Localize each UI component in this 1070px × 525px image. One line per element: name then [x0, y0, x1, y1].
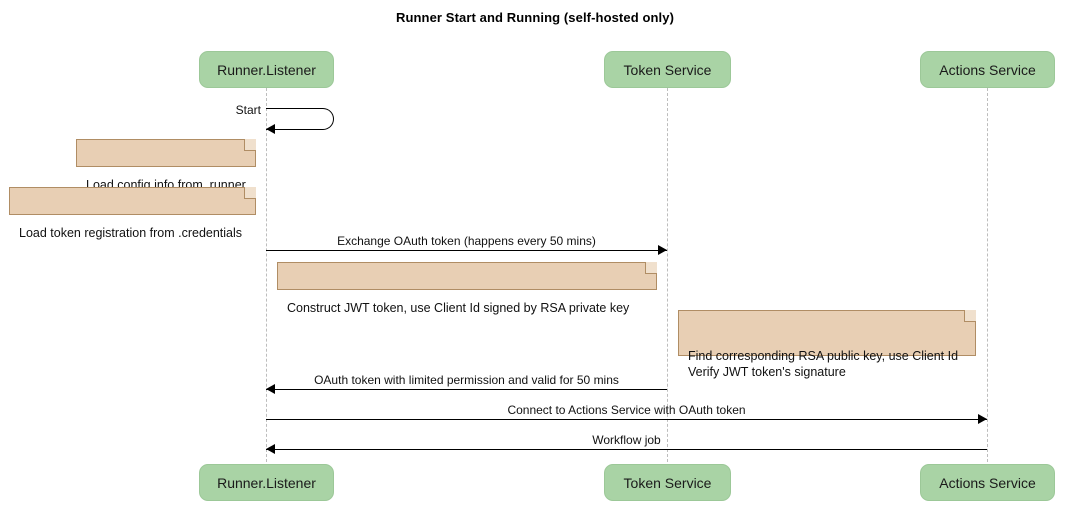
- note-fold-icon: [244, 187, 256, 199]
- message-label-connect-actions-service: Connect to Actions Service with OAuth to…: [507, 403, 746, 417]
- participant-token-service-top[interactable]: Token Service: [604, 51, 731, 88]
- note-load-config: Load config info from .runner: [76, 139, 256, 192]
- note-text: Load token registration from .credential…: [19, 226, 243, 240]
- self-loop-start: [266, 108, 334, 130]
- note-text: Construct JWT token, use Client Id signe…: [287, 301, 630, 315]
- participant-token-service-bottom[interactable]: Token Service: [604, 464, 731, 501]
- participant-runner-listener-top[interactable]: Runner.Listener: [199, 51, 334, 88]
- participant-label: Actions Service: [939, 61, 1036, 78]
- message-label-workflow-job: Workflow job: [592, 433, 661, 447]
- lifeline-token-service: [667, 88, 668, 462]
- participant-label: Runner.Listener: [217, 61, 316, 78]
- note-text: Find corresponding RSA public key, use C…: [688, 349, 959, 379]
- message-line-exchange-oauth-token: [266, 250, 667, 251]
- note-fold-icon: [964, 310, 976, 322]
- lifeline-runner: [266, 88, 267, 462]
- arrow-head-oauth-token-return: [266, 384, 275, 394]
- participant-actions-service-top[interactable]: Actions Service: [920, 51, 1055, 88]
- note-fold-icon: [645, 262, 657, 274]
- participant-label: Token Service: [623, 474, 712, 491]
- message-label-start: Start: [235, 103, 261, 117]
- arrow-head-start: [266, 124, 275, 134]
- message-label-oauth-token-return: OAuth token with limited permission and …: [314, 373, 619, 387]
- message-label-exchange-oauth-token: Exchange OAuth token (happens every 50 m…: [337, 234, 596, 248]
- arrow-head-exchange-oauth-token: [658, 245, 667, 255]
- note-load-token-registration: Load token registration from .credential…: [9, 187, 256, 240]
- note-construct-jwt: Construct JWT token, use Client Id signe…: [277, 262, 657, 315]
- message-line-connect-actions-service: [266, 419, 987, 420]
- message-line-oauth-token-return: [266, 389, 667, 390]
- participant-label: Runner.Listener: [217, 474, 316, 491]
- participant-label: Token Service: [623, 61, 712, 78]
- page-title: Runner Start and Running (self-hosted on…: [395, 10, 675, 25]
- message-line-workflow-job: [266, 449, 987, 450]
- lifeline-actions-service: [987, 88, 988, 462]
- arrow-head-connect-actions-service: [978, 414, 987, 424]
- participant-runner-listener-bottom[interactable]: Runner.Listener: [199, 464, 334, 501]
- participant-label: Actions Service: [939, 474, 1036, 491]
- note-verify-jwt: Find corresponding RSA public key, use C…: [678, 310, 976, 379]
- arrow-head-workflow-job: [266, 444, 275, 454]
- note-fold-icon: [244, 139, 256, 151]
- participant-actions-service-bottom[interactable]: Actions Service: [920, 464, 1055, 501]
